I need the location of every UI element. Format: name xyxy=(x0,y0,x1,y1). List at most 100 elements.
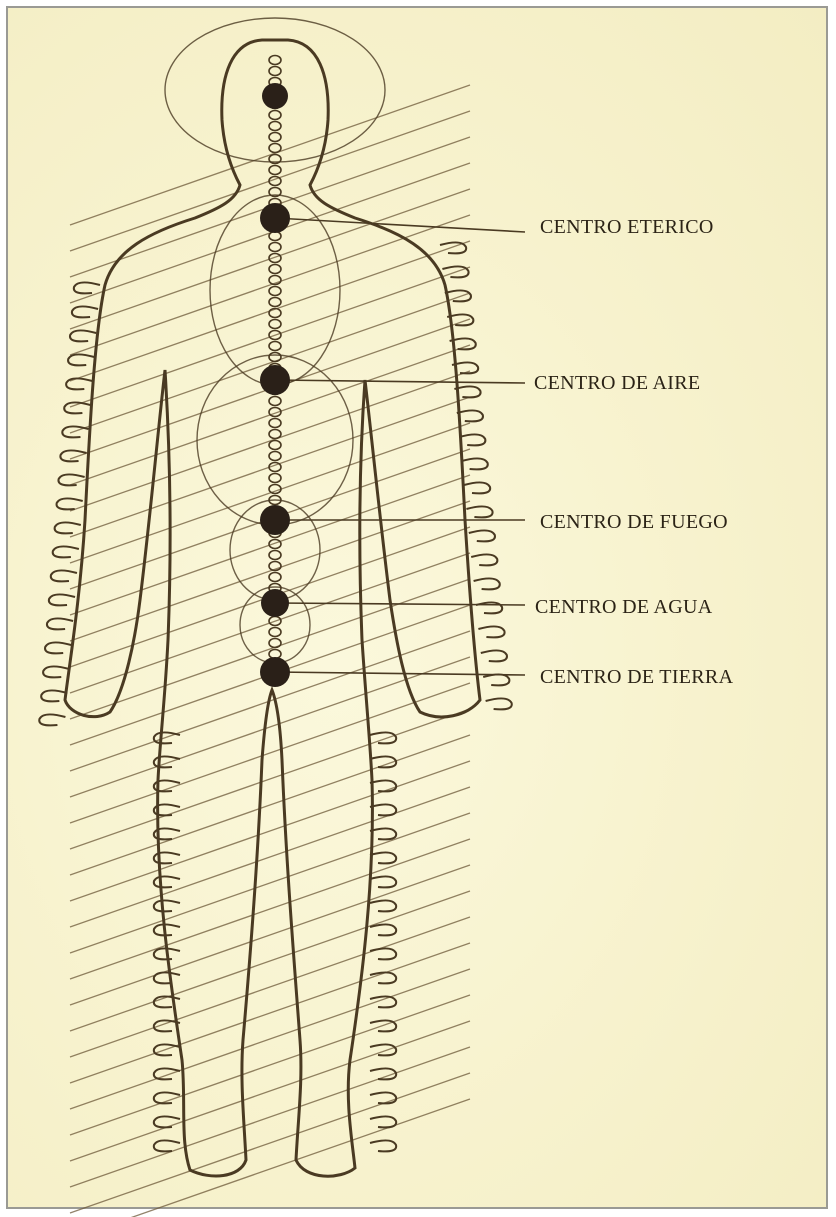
label-centro-de-tierra: CENTRO DE TIERRA xyxy=(540,666,734,688)
spine-link xyxy=(269,441,281,450)
spine-link xyxy=(269,474,281,483)
coil-loop xyxy=(154,732,180,743)
coil-loop xyxy=(370,948,396,959)
center-dot xyxy=(260,203,290,233)
coil-loop xyxy=(45,642,71,653)
hatch-line xyxy=(70,917,470,1057)
hatch-line xyxy=(70,813,470,953)
hatch-line xyxy=(70,839,470,979)
hatch-line xyxy=(70,891,470,1031)
coil-loop xyxy=(462,458,488,469)
coil-loop xyxy=(466,506,492,517)
coil-loop xyxy=(154,1044,180,1055)
spine-link xyxy=(269,133,281,142)
spine-link xyxy=(269,243,281,252)
center-dot xyxy=(260,365,290,395)
coil-loop xyxy=(74,282,100,293)
leader-line xyxy=(275,380,525,383)
hatch-line xyxy=(70,1073,470,1213)
coil-loop xyxy=(370,732,396,743)
spine-link xyxy=(269,540,281,549)
spine-link xyxy=(269,452,281,461)
energy-fields xyxy=(165,18,385,663)
coil-loop xyxy=(72,306,98,317)
coil-loop xyxy=(154,972,180,983)
label-centro-eterico: CENTRO ETERICO xyxy=(540,216,714,238)
spine-link xyxy=(269,397,281,406)
spine-link xyxy=(269,166,281,175)
coil-loop xyxy=(481,650,507,661)
energy-centers xyxy=(260,83,290,687)
coil-loop xyxy=(370,876,396,887)
coil-loop xyxy=(486,698,512,709)
spine-link xyxy=(269,573,281,582)
coil-loop xyxy=(370,1092,396,1103)
coil-loop xyxy=(440,242,466,253)
coil-loop xyxy=(154,1116,180,1127)
spine-link xyxy=(269,342,281,351)
spine-link xyxy=(269,639,281,648)
hatch-line xyxy=(70,865,470,1005)
coil-loop xyxy=(154,924,180,935)
spine-link xyxy=(269,298,281,307)
coil-loop xyxy=(58,474,84,485)
spine-link xyxy=(269,353,281,362)
coil-loop xyxy=(39,714,65,725)
coil-loop xyxy=(154,876,180,887)
coil-loop xyxy=(370,1044,396,1055)
hatch-line xyxy=(70,761,470,901)
spine-link xyxy=(269,265,281,274)
coil-loop xyxy=(154,1068,180,1079)
leader-line xyxy=(275,218,525,232)
coil-loop xyxy=(70,330,96,341)
spine-link xyxy=(269,419,281,428)
spine-link xyxy=(269,111,281,120)
label-centro-de-aire: CENTRO DE AIRE xyxy=(534,372,700,394)
hatch-line xyxy=(70,709,470,849)
center-dot xyxy=(260,657,290,687)
spine-link xyxy=(269,430,281,439)
spine-link xyxy=(269,122,281,131)
coil-loop xyxy=(478,626,504,637)
coil-loop xyxy=(459,434,485,445)
coil-loop xyxy=(47,618,73,629)
spine-link xyxy=(269,485,281,494)
spine-link xyxy=(269,628,281,637)
spine-link xyxy=(269,287,281,296)
spine-link xyxy=(269,320,281,329)
coil-loop xyxy=(471,554,497,565)
spine-link xyxy=(269,254,281,263)
coil-loop xyxy=(469,530,495,541)
hatch-line xyxy=(70,969,470,1109)
coil-loop xyxy=(370,780,396,791)
label-leaders xyxy=(275,218,525,675)
coil-loop xyxy=(483,674,509,685)
leader-line xyxy=(275,672,525,675)
hatch-line xyxy=(70,215,470,355)
coil-loop xyxy=(370,924,396,935)
center-dot xyxy=(261,589,289,617)
coil-loop xyxy=(51,570,77,581)
spine-link xyxy=(269,56,281,65)
coil-loop xyxy=(41,690,67,701)
label-centro-de-agua: CENTRO DE AGUA xyxy=(535,596,713,618)
label-centro-de-fuego: CENTRO DE FUEGO xyxy=(540,511,728,533)
spine-link xyxy=(269,551,281,560)
coil-loop xyxy=(474,578,500,589)
spine-link xyxy=(269,67,281,76)
center-dot xyxy=(260,505,290,535)
hatch-line xyxy=(70,995,470,1135)
coil-loop xyxy=(370,900,396,911)
coil-loop xyxy=(66,378,92,389)
coil-loop xyxy=(370,1116,396,1127)
coil-loop xyxy=(154,900,180,911)
hatch-line xyxy=(70,735,470,875)
coil-loop xyxy=(49,594,75,605)
coil-loop xyxy=(43,666,69,677)
hatch-line xyxy=(70,787,470,927)
spine-link xyxy=(269,144,281,153)
coil-loop xyxy=(370,852,396,863)
coil-loop xyxy=(55,522,81,533)
coil-loop xyxy=(60,450,86,461)
